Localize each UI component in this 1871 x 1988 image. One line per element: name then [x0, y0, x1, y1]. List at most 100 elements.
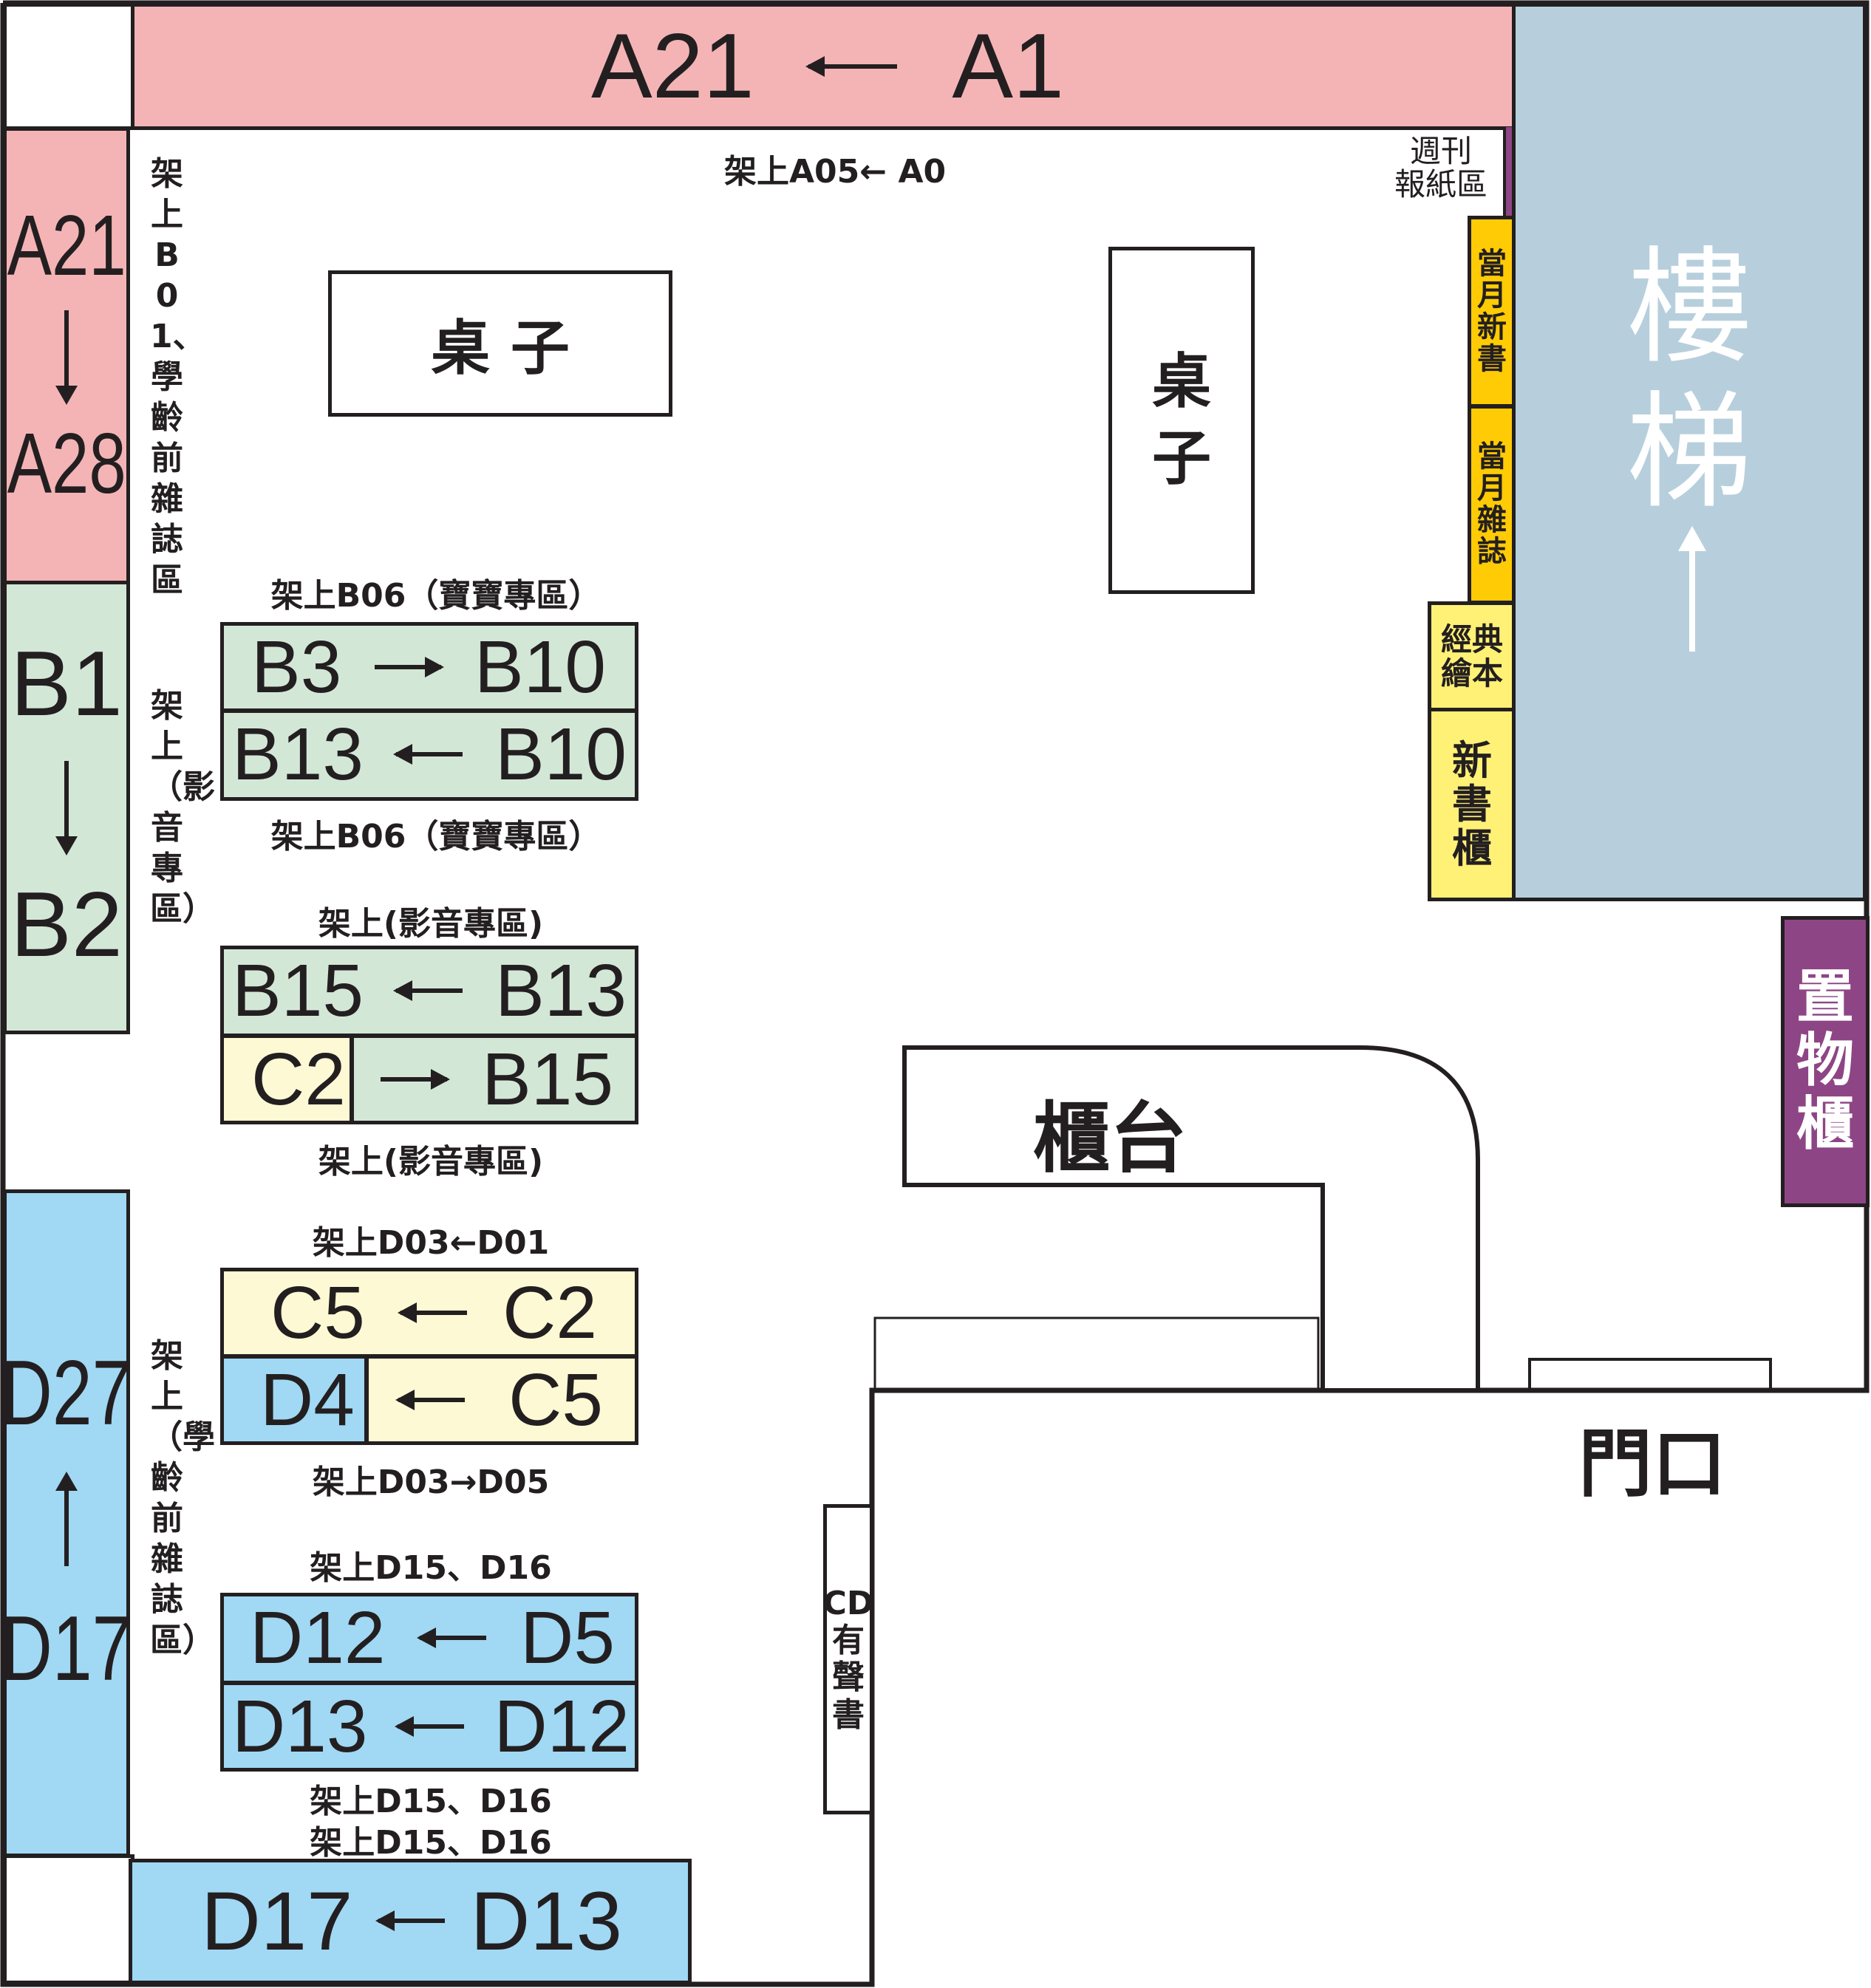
island-d-bottom-note-1: 架上D15、D16 [310, 1783, 552, 1820]
shelf-label: B15 [482, 1037, 613, 1121]
shelf-label: D4 [260, 1358, 355, 1441]
arrow-left-icon [375, 1910, 445, 1931]
staircase-label: 樓梯 [1512, 236, 1867, 525]
arrow-left-icon [395, 1390, 465, 1410]
table-label: 桌子 [1152, 347, 1211, 493]
shelf-label: B10 [474, 625, 606, 708]
cd-audiobook-shelf: CD 有聲書 [823, 1504, 873, 1814]
island-b1-row2-labels: B13 B10 [232, 712, 627, 796]
shelf-a-left-labels: A21 A28 [3, 199, 130, 510]
shelf-label: B13 [495, 949, 627, 1032]
corner-empty [3, 1854, 134, 1984]
monthly-new-books-shelf: 當月新書 [1468, 216, 1516, 408]
vertical-text: 當月雜誌 [1477, 439, 1507, 570]
left-note-preschool: 架上（學齡前雜誌區） [145, 1336, 215, 1661]
shelf-label: B10 [495, 712, 627, 796]
island-d-row2-labels: D13 D12 [232, 1684, 630, 1768]
left-note-b01: 架上B01、學齡前雜誌區 [145, 154, 205, 601]
arrow-left-icon [393, 980, 463, 1001]
island-b2-row1-labels: B15 B13 [232, 949, 627, 1032]
arrow-down-icon [55, 310, 78, 405]
vertical-text: 置物櫃 [1796, 964, 1854, 1158]
shelf-label: A21 [7, 197, 126, 293]
new-books-cabinet: 新書櫃 [1428, 708, 1516, 901]
island-d-top-note: 架上D15、D16 [310, 1549, 552, 1587]
vertical-text: 新書櫃 [1452, 737, 1492, 872]
arrow-left-icon [805, 56, 898, 77]
shelf-label: A1 [952, 16, 1064, 117]
shelf-d-bottom-labels: D17 D13 [201, 1869, 622, 1972]
island-b2-bottom-note: 架上(影音專區) [318, 1143, 544, 1181]
shelf-label: B15 [232, 949, 364, 1032]
island-d-row1-labels: D12 D5 [250, 1596, 615, 1679]
newspaper-label-1: 週刊 [1409, 133, 1472, 169]
island-b1-bottom-note: 架上B06（寶寶專區） [270, 818, 601, 855]
vertical-text: 架上（影音專區） [150, 687, 215, 928]
shelf-label: B2 [10, 874, 123, 977]
shelf-label: B13 [232, 712, 364, 796]
arrow-left-icon [398, 1302, 467, 1323]
island-b2-top-note: 架上(影音專區) [318, 905, 544, 943]
shelf-label: D12 [250, 1596, 386, 1679]
staircase [1512, 3, 1867, 901]
arrow-down-icon [55, 761, 78, 855]
vertical-text: 有聲書 [832, 1621, 865, 1734]
vertical-text: 架上（學齡前雜誌區） [150, 1337, 215, 1659]
top-shelf-note: 架上A05← A0 [724, 153, 947, 191]
island-c-top-note: 架上D03←D01 [312, 1224, 550, 1262]
newspaper-label-2: 報紙區 [1394, 166, 1487, 203]
classic-label-2: 繪本 [1440, 655, 1503, 691]
corner-empty [3, 3, 134, 130]
shelf-label: C5 [270, 1271, 365, 1354]
arrow-left-icon [393, 744, 463, 765]
island-d-row2 [220, 1681, 638, 1772]
arrow-left-icon [416, 1627, 486, 1648]
classic-picture-books-shelf: 經典 繪本 [1428, 601, 1516, 712]
shelf-label: C2 [251, 1037, 346, 1121]
shelf-label: D13 [232, 1684, 368, 1768]
classic-label-1: 經典 [1440, 621, 1503, 657]
locker: 置物櫃 [1781, 916, 1870, 1207]
island-d-bottom-note-2: 架上D15、D16 [310, 1824, 552, 1862]
shelf-label: D17 [1, 1598, 132, 1701]
vertical-text: 樓梯 [1626, 235, 1752, 526]
arrow-up-icon [1678, 526, 1706, 652]
table-label: 桌 子 [431, 314, 570, 383]
shelf-label: D27 [1, 1342, 132, 1444]
table-vertical: 桌子 [1108, 247, 1255, 594]
shelf-label: C5 [508, 1358, 603, 1441]
cd-label: CD [822, 1584, 874, 1622]
table-horizontal: 桌 子 [328, 270, 672, 417]
door-label: 門口 [1578, 1421, 1726, 1507]
left-note-av: 架上（影音專區） [145, 686, 215, 929]
arrow-right-icon [380, 1069, 450, 1090]
vertical-text: 架上B01、學齡前雜誌區 [150, 155, 205, 599]
shelf-label: D5 [520, 1596, 615, 1679]
shelf-label: B1 [10, 633, 123, 735]
shelf-a-top-labels: A21 A1 [591, 15, 1064, 118]
island-c-row2-labels: D4 C5 [260, 1359, 603, 1441]
shelf-label: C2 [502, 1271, 597, 1354]
shelf-label: D12 [494, 1684, 630, 1768]
arrow-left-icon [395, 1716, 464, 1737]
island-c-row1-labels: C5 C2 [270, 1271, 597, 1354]
shelf-label: A28 [7, 414, 126, 511]
island-b1-row1-labels: B3 B10 [251, 626, 606, 708]
shelf-label: D17 [201, 1874, 353, 1967]
arrow-up-icon [55, 1472, 78, 1566]
shelf-label: A21 [591, 16, 754, 117]
arrow-right-icon [375, 657, 445, 677]
shelf-d-left-labels: D27 D17 [1, 1342, 132, 1701]
island-b2-row2-labels: C2 B15 [251, 1037, 613, 1121]
island-c-bottom-note: 架上D03→D05 [312, 1463, 550, 1501]
island-b2-row2-c [220, 1034, 353, 1124]
shelf-label: B3 [251, 625, 342, 708]
newspaper-area: 週刊 報紙區 [1382, 134, 1500, 202]
vertical-text: 當月新書 [1477, 246, 1507, 377]
counter-label: 櫃台 [1033, 1093, 1187, 1183]
monthly-magazine-shelf: 當月雜誌 [1468, 405, 1516, 604]
shelf-b-left-labels: B1 B2 [3, 635, 130, 975]
island-b1-top-note: 架上B06（寶寶專區） [270, 577, 601, 615]
shelf-label: D13 [470, 1874, 622, 1967]
